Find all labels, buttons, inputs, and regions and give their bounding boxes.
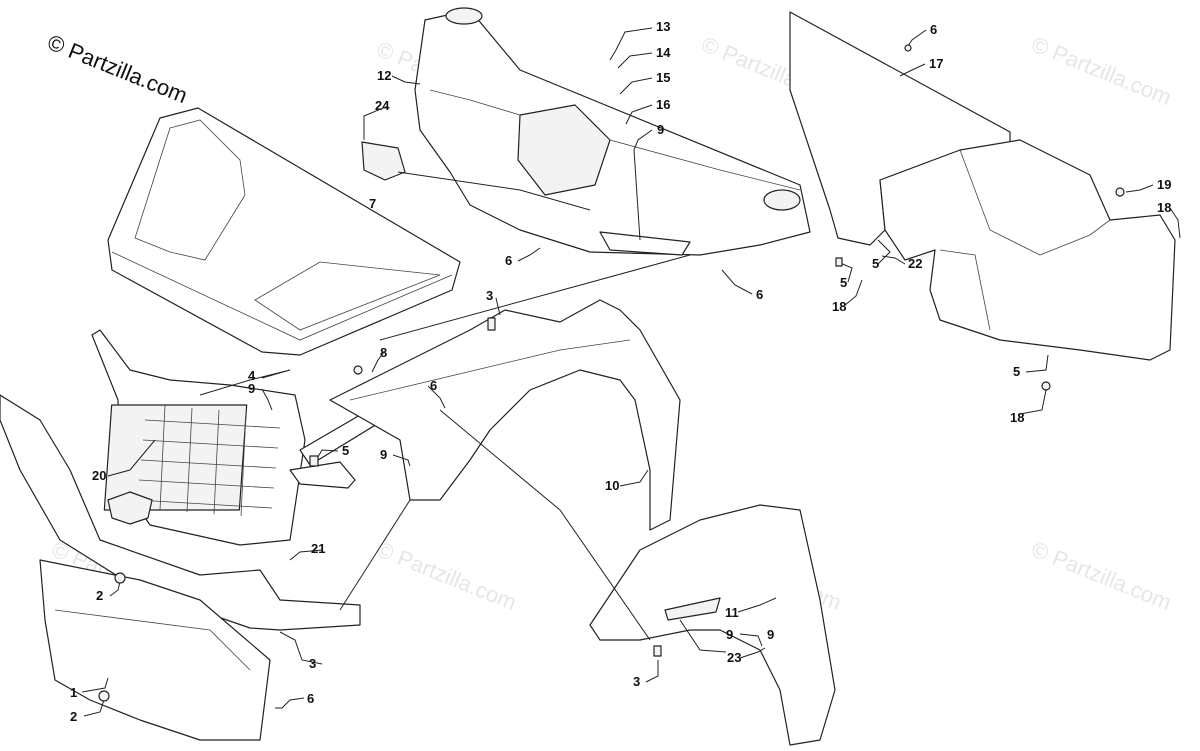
callout: 3 [486,288,493,303]
part-dash-panel [414,7,811,256]
callout: 22 [908,256,922,271]
part-24-pad [361,141,406,181]
part-front-bumper [0,394,361,631]
part-grille-frame [91,329,306,546]
callout: 5 [840,275,847,290]
callout: 16 [656,97,670,112]
callout: 10 [605,478,619,493]
fasteners [98,44,1125,702]
watermark: © Partzilla.com [1028,31,1175,110]
callout: 20 [92,468,106,483]
callout: 19 [1157,177,1171,192]
callout: 24 [375,98,390,113]
callout: 9 [767,627,774,642]
callout: 1 [70,685,77,700]
callout: 6 [756,287,763,302]
callout: 3 [309,656,316,671]
part-emblem [107,491,153,525]
callout: 14 [656,45,671,60]
copyright-text: © Partzilla.com [44,29,191,108]
part-lower-skid [39,559,271,741]
grille-mesh [136,404,281,517]
callout: 11 [725,605,739,620]
callout: 5 [1013,364,1020,379]
callout: 9 [380,447,387,462]
leader-lines [81,27,1181,717]
part-right-fender-well [879,139,1176,361]
callout: 5 [342,443,349,458]
callout: 6 [930,22,937,37]
callout: 21 [311,541,325,556]
callout: 9 [726,627,733,642]
part-bracket-5 [289,461,356,489]
callout: 6 [430,378,437,393]
callout: 6 [505,253,512,268]
callout: 15 [656,70,670,85]
callout: 17 [929,56,943,71]
callout: 2 [96,588,103,603]
callout: 18 [1010,410,1024,425]
callout: 3 [633,674,640,689]
callout: 4 [248,368,256,383]
callout: 12 [377,68,391,83]
callout: 23 [727,650,741,665]
callout: 9 [657,122,664,137]
part-front-fascia [329,299,681,531]
callout: 18 [832,299,846,314]
callout: 18 [1157,200,1171,215]
watermark: © Partzilla.com [1028,536,1175,615]
callouts: 1 2 2 3 3 3 4 5 5 5 5 6 6 6 6 6 7 8 9 9 … [70,19,1171,724]
watermark: © Partzilla.com [373,536,520,615]
callout: 9 [248,381,255,396]
callout: 2 [70,709,77,724]
part-fender-11 [589,504,836,746]
callout: 7 [369,196,376,211]
callout: 13 [656,19,670,34]
part-hood [107,107,461,356]
callout: 5 [872,256,879,271]
callout: 6 [307,691,314,706]
